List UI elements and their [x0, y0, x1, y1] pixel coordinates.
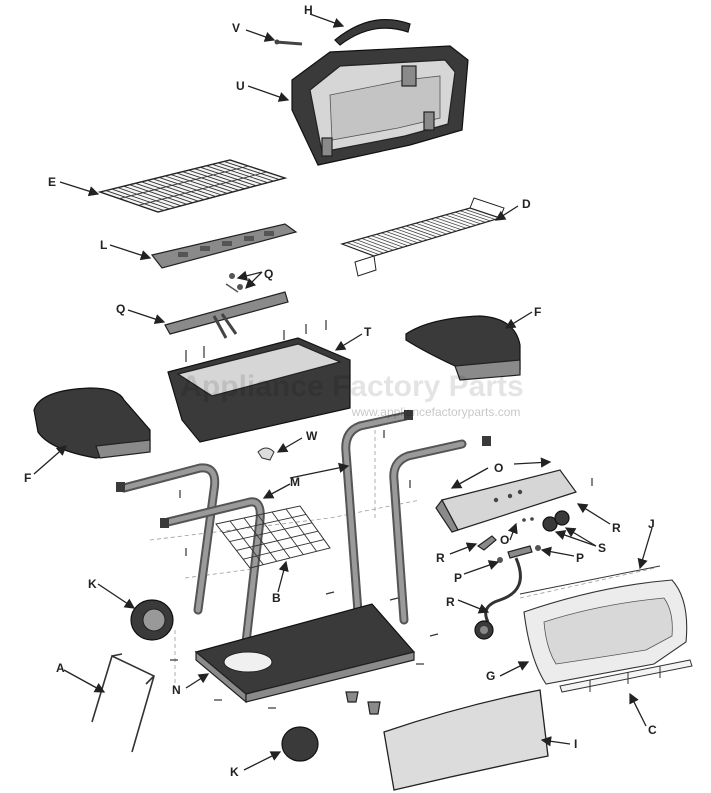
- watermark-url: www.appliancefactoryparts.com: [351, 405, 521, 419]
- burner-part: [164, 291, 289, 339]
- firebox-bowl-part: [167, 320, 351, 443]
- assembly-guide-lines: [149, 430, 656, 688]
- right-side-shelf-part: [405, 315, 521, 381]
- watermark: Appliance Factory Parts www.appliancefac…: [180, 370, 523, 419]
- callout-s: S: [598, 541, 606, 555]
- callout-g: G: [486, 669, 495, 683]
- callout-u: U: [236, 79, 245, 93]
- wheel-upper-part: [130, 599, 174, 641]
- hardware-screws: [170, 430, 593, 709]
- callout-v: V: [232, 21, 240, 35]
- cart-base-part: [194, 603, 416, 704]
- callout-q-lower: Q: [116, 302, 125, 316]
- callout-n: N: [172, 683, 181, 697]
- callout-d: D: [522, 197, 531, 211]
- handle-rod-part: [274, 39, 303, 46]
- watermark-brand: Appliance Factory Parts: [180, 370, 523, 403]
- callout-m: M: [290, 475, 300, 489]
- front-door-panel-part: [383, 689, 549, 791]
- leveling-feet-part: [345, 691, 381, 715]
- cooking-grate-part: [97, 159, 288, 213]
- callout-i: I: [574, 737, 577, 751]
- callout-o-lower: O: [500, 533, 509, 547]
- wheel-lower-part: [281, 726, 319, 762]
- warming-rack-part: [340, 197, 505, 277]
- front-panel-part: [519, 565, 688, 685]
- callout-o-upper: O: [494, 461, 503, 475]
- leg-bracket-part: [91, 653, 155, 753]
- callout-h: H: [304, 3, 313, 17]
- control-knobs-part: [542, 510, 570, 532]
- callout-p-left: P: [454, 571, 462, 585]
- left-side-shelf-part: [33, 387, 151, 459]
- grill-lid-part: [291, 45, 469, 166]
- cart-legs-part: [116, 410, 491, 665]
- callout-a: A: [56, 661, 65, 675]
- callout-l: L: [100, 238, 107, 252]
- callout-k-upper: K: [88, 577, 97, 591]
- callout-k-lower: K: [230, 765, 239, 779]
- callout-r-right: R: [612, 521, 621, 535]
- callout-labels: H V U E D L Q Q F T W F M O R R O S P P …: [24, 3, 657, 779]
- bottom-wire-shelf-part: [215, 505, 331, 569]
- ignitor-clip-part: [257, 447, 275, 461]
- towel-bar-part: [559, 659, 693, 693]
- callout-r-hose: R: [446, 595, 455, 609]
- callout-r-left: R: [436, 551, 445, 565]
- control-panel-part: [435, 469, 577, 533]
- callout-c: C: [648, 723, 657, 737]
- burner-fittings-part: [225, 273, 243, 293]
- callout-f-left: F: [24, 471, 31, 485]
- callout-t: T: [364, 325, 372, 339]
- callout-q-upper: Q: [264, 267, 273, 281]
- lid-handle-part: [334, 18, 411, 46]
- callout-arrows: [33, 13, 653, 771]
- callout-j: J: [648, 517, 655, 531]
- heat-plate-part: [150, 223, 298, 269]
- igniter-part: [476, 535, 497, 551]
- gas-valves-part: [497, 545, 541, 563]
- callout-f-right: F: [534, 305, 541, 319]
- callout-e: E: [48, 175, 56, 189]
- callout-w: W: [306, 429, 318, 443]
- callout-b: B: [272, 591, 281, 605]
- callout-p-right: P: [576, 551, 584, 565]
- gas-regulator-hose-part: [474, 557, 522, 640]
